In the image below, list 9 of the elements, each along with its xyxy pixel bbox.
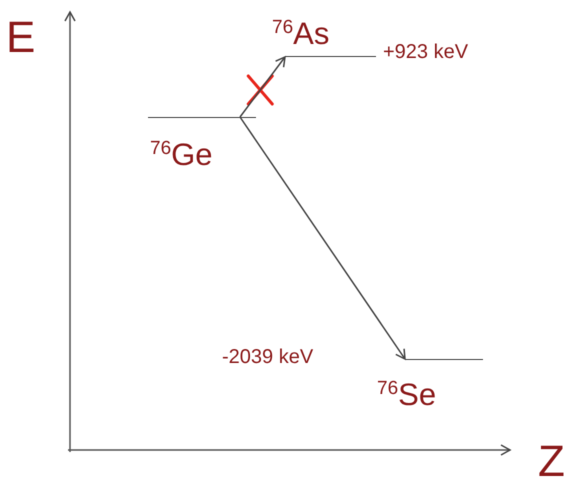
nuclide-label: $^{76}$As bbox=[272, 18, 330, 49]
nuclide-label: $^{76}$Se bbox=[377, 379, 436, 410]
energy-value: +923 keV bbox=[383, 42, 468, 62]
axis-label: Z bbox=[538, 440, 565, 484]
axis-label: E bbox=[6, 16, 36, 60]
arrow bbox=[239, 56, 286, 118]
arrow bbox=[239, 116, 406, 360]
nuclide-label: $^{76}$Ge bbox=[150, 139, 212, 170]
energy-value: -2039 keV bbox=[222, 347, 314, 367]
